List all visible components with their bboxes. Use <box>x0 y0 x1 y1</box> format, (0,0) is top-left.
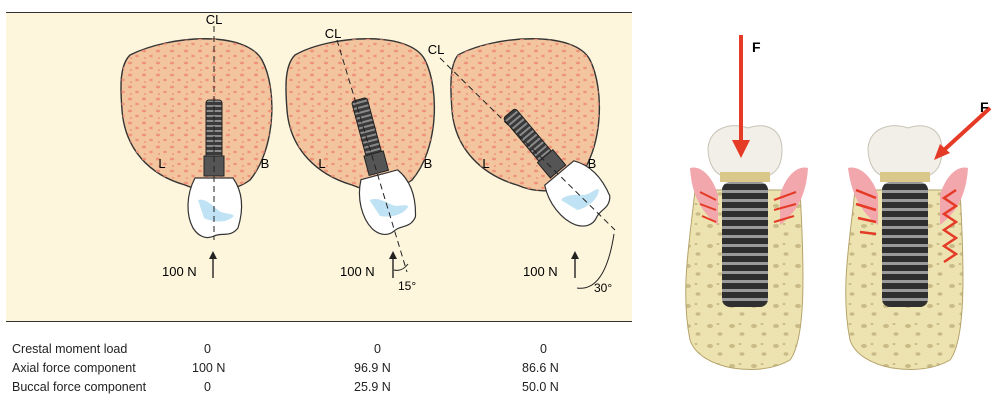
angle-label: 15° <box>398 279 416 293</box>
value-15deg: 96.9 N <box>354 359 391 377</box>
crown <box>708 126 782 175</box>
row-label: Axial force component <box>12 359 136 377</box>
value-30deg: 86.6 N <box>522 359 559 377</box>
implant-body <box>722 182 768 307</box>
lingual-label: L <box>158 156 165 171</box>
oblique-load-illustration: F <box>846 99 990 370</box>
value-0deg: 0 <box>204 340 211 358</box>
axial-load-illustration: F <box>686 35 808 370</box>
row-label: Crestal moment load <box>12 340 127 358</box>
angle-arc <box>394 264 408 270</box>
value-15deg: 25.9 N <box>354 378 391 396</box>
force-label: 100 N <box>340 264 375 279</box>
force-label: F <box>752 39 761 55</box>
value-15deg: 0 <box>374 340 381 358</box>
buccal-label: B <box>424 156 433 171</box>
force-label: F <box>980 99 989 115</box>
implant-group-30deg: CL L B 100 N 30° <box>428 39 619 295</box>
implant-body <box>882 182 928 307</box>
buccal-label: B <box>588 156 597 171</box>
buccal-label: B <box>261 156 270 171</box>
lingual-label: L <box>482 156 489 171</box>
centerline-label: CL <box>206 12 223 27</box>
angle-label: 30° <box>594 281 612 295</box>
value-0deg: 0 <box>204 378 211 396</box>
implant-abutment <box>364 151 388 175</box>
implant-group-straight: CL L B 100 N <box>121 12 272 279</box>
lingual-label: L <box>318 156 325 171</box>
implant-group-15deg: CL L B 100 N 15° <box>286 26 434 293</box>
centerline-label: CL <box>428 42 445 57</box>
value-30deg: 50.0 N <box>522 378 559 396</box>
crown <box>868 126 942 175</box>
row-label: Buccal force component <box>12 378 146 396</box>
centerline-label: CL <box>325 26 342 41</box>
value-0deg: 100 N <box>192 359 225 377</box>
value-30deg: 0 <box>540 340 547 358</box>
force-label: 100 N <box>162 264 197 279</box>
force-label: 100 N <box>523 264 558 279</box>
